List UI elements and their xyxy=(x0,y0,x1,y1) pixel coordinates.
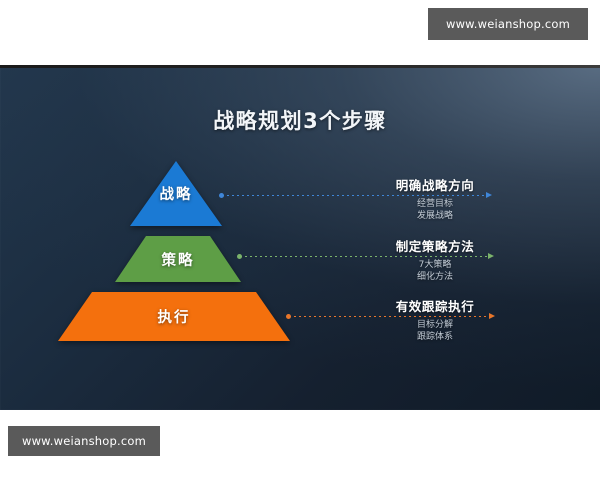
annotation-execution-sub-1: 目标分解 xyxy=(416,320,453,330)
connector-dot-icon xyxy=(286,314,291,319)
pyramid-diagram: 战略 策略 执行 xyxy=(0,65,360,410)
connector-line-execution xyxy=(286,313,495,319)
pyramid-layer-tactics[interactable]: 策略 xyxy=(115,236,241,282)
connector-dot-icon xyxy=(237,254,242,259)
arrow-head-icon xyxy=(488,253,494,259)
connector-line-tactics xyxy=(237,253,494,259)
annotation-tactics-sub-2: 细化方法 xyxy=(416,272,453,282)
annotation-execution-sub: 目标分解 跟踪体系 xyxy=(340,319,530,343)
pyramid-layer-execution-label: 执行 xyxy=(157,310,191,326)
annotation-execution: 有效跟踪执行 目标分解 跟踪体系 xyxy=(340,296,530,343)
watermark-bottom: www.weianshop.com xyxy=(8,426,160,456)
annotation-execution-sub-2: 跟踪体系 xyxy=(416,332,453,342)
page-title: 战略规划3个步骤 xyxy=(213,109,387,133)
pyramid-layer-strategy[interactable]: 战略 xyxy=(130,161,222,226)
annotation-strategy-sub: 经营目标 发展战略 xyxy=(340,198,530,222)
arrow-head-icon xyxy=(489,313,495,319)
annotation-tactics-heading: 制定策略方法 xyxy=(395,239,475,254)
pyramid-layer-execution[interactable]: 执行 xyxy=(58,292,290,341)
annotation-strategy-sub-2: 发展战略 xyxy=(416,211,453,221)
annotation-tactics: 制定策略方法 7大策略 细化方法 xyxy=(340,236,530,283)
annotation-strategy-sub-1: 经营目标 xyxy=(416,199,453,209)
trapezoid-shape-icon xyxy=(115,236,241,282)
annotation-execution-heading: 有效跟踪执行 xyxy=(395,299,475,314)
pyramid-layer-strategy-label: 战略 xyxy=(159,187,193,203)
triangle-shape-icon xyxy=(130,161,222,226)
watermark-top-text: www.weianshop.com xyxy=(445,17,571,31)
slide-top-edge xyxy=(0,65,600,68)
connector-dot-icon xyxy=(219,193,224,198)
slide-canvas: 战略规划3个步骤 战略 策略 执行 xyxy=(0,65,600,410)
pyramid-layer-tactics-label: 策略 xyxy=(161,252,195,269)
connector-line-strategy xyxy=(219,192,492,198)
annotation-strategy: 明确战略方向 经营目标 发展战略 xyxy=(340,175,530,222)
annotation-strategy-heading: 明确战略方向 xyxy=(395,178,475,193)
watermark-bottom-text: www.weianshop.com xyxy=(21,434,147,448)
arrow-head-icon xyxy=(486,192,492,198)
watermark-top: www.weianshop.com xyxy=(428,8,588,40)
annotation-tactics-sub-1: 7大策略 xyxy=(418,260,452,270)
trapezoid-shape-icon xyxy=(58,292,290,341)
annotation-tactics-sub: 7大策略 细化方法 xyxy=(340,259,530,283)
